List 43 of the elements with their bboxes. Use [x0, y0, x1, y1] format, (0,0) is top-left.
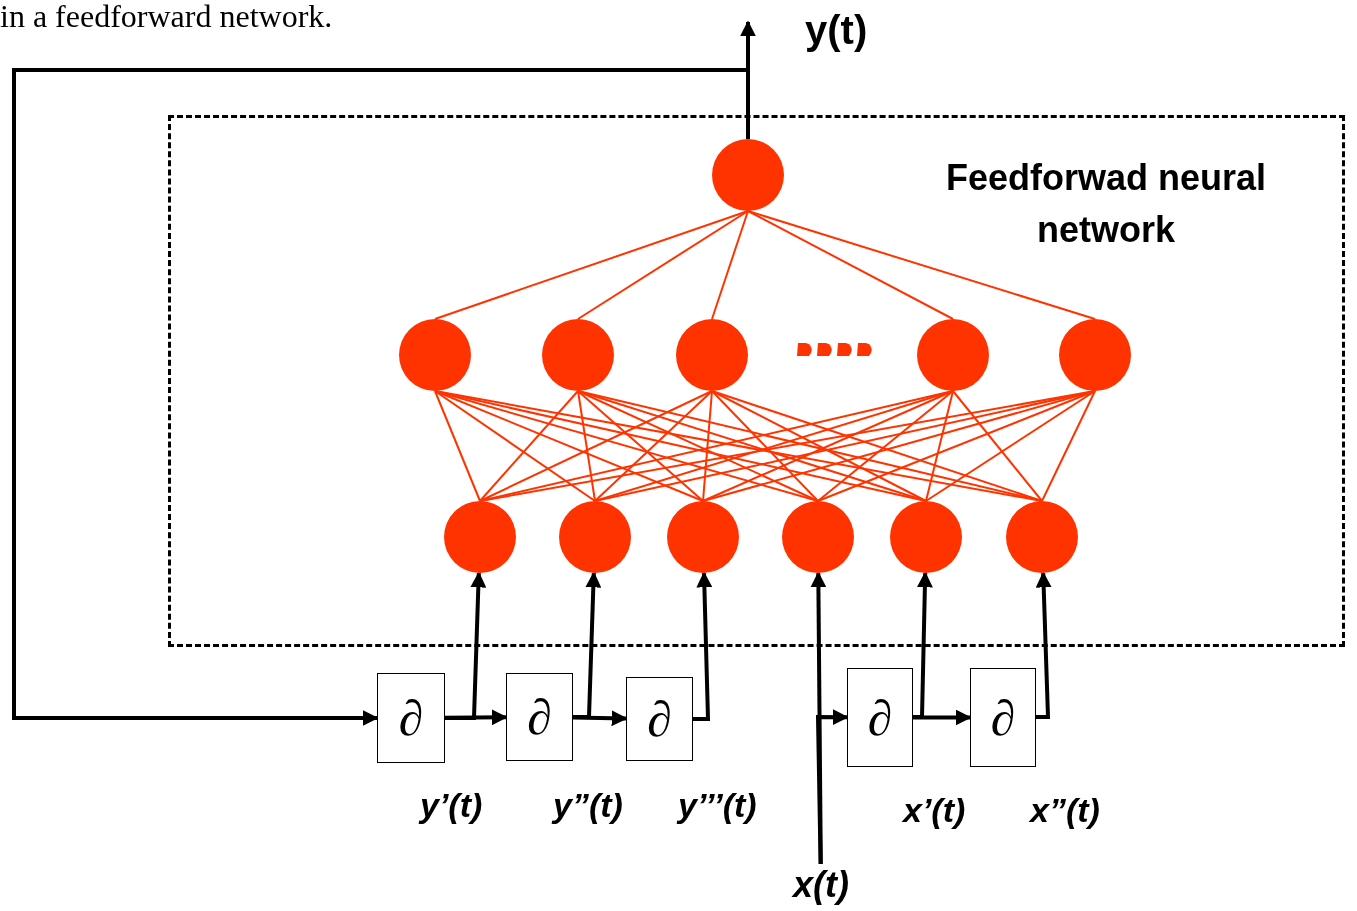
connection-line — [711, 210, 749, 320]
delay-box: ∂ — [506, 673, 573, 761]
connection-line — [817, 390, 954, 502]
connection-line — [747, 210, 1096, 320]
arrow — [913, 709, 972, 726]
arrow — [573, 571, 602, 719]
arrow — [815, 709, 849, 865]
signal-label: y(t) — [805, 10, 868, 50]
connection-line — [925, 390, 954, 502]
signal-label: y’(t) — [420, 788, 483, 822]
delay-box: ∂ — [970, 668, 1036, 767]
connection-line — [434, 390, 596, 502]
connection-line — [711, 390, 819, 502]
network-title: Feedforwad neural network — [944, 156, 1268, 252]
connection-line — [434, 390, 704, 502]
connection-line — [594, 390, 713, 502]
delay-box: ∂ — [626, 677, 693, 761]
arrow — [693, 571, 713, 721]
connection-line — [577, 390, 596, 502]
signal-label: y’’’(t) — [678, 788, 757, 822]
arrow — [445, 571, 487, 720]
connection-line — [479, 390, 713, 502]
network-frame — [168, 115, 1345, 647]
connection-line — [577, 390, 704, 502]
connection-line — [952, 390, 1043, 502]
signal-label: x’(t) — [903, 793, 966, 827]
connection-line — [1041, 390, 1096, 502]
signal-label: y”(t) — [553, 788, 623, 822]
connection-line — [711, 390, 1043, 502]
arrow — [912, 571, 933, 720]
connection-line — [702, 390, 713, 502]
arrow — [572, 710, 628, 727]
connection-line — [434, 390, 481, 502]
signal-label: x”(t) — [1030, 793, 1100, 827]
caption-text: in a feedforward network. — [0, 0, 333, 32]
connection-line — [479, 390, 579, 502]
delay-box: ∂ — [847, 668, 913, 767]
connection-line — [925, 390, 1096, 502]
arrow — [12, 68, 750, 726]
signal-label: x(t) — [782, 864, 860, 906]
connection-line — [577, 210, 749, 320]
delay-box: ∂ — [377, 673, 445, 763]
arrow — [1035, 571, 1052, 720]
